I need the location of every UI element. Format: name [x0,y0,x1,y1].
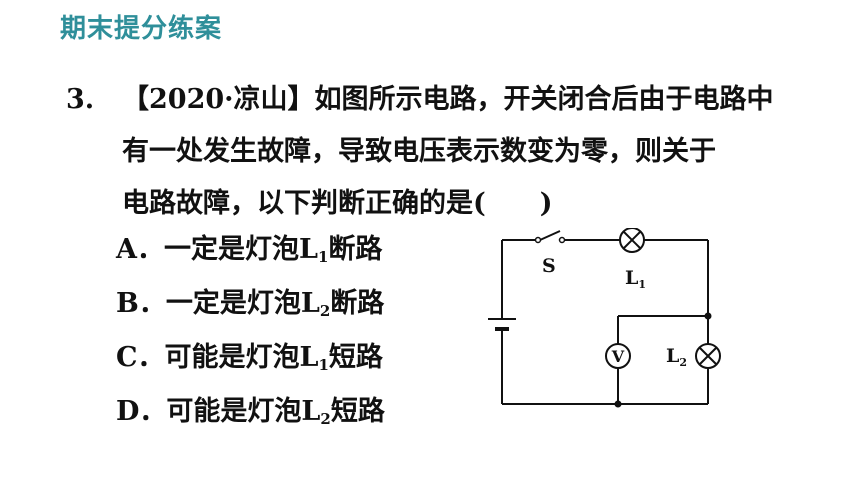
lamp-l2-icon [695,343,721,369]
junction-top [704,312,712,320]
switch-contact-right [558,236,566,244]
option-text-end: 短路 [330,396,385,427]
option-text-end: 短路 [328,342,383,373]
question-line-3: 电路故障，以下判断正确的是( ) [122,188,553,219]
option-text: 可能是灯泡L [164,342,319,373]
option-text-end: 断路 [330,288,385,319]
option-text-end: 断路 [328,234,383,265]
question-line-1-text: 【2020·凉山】如图所示电路，开关闭合后由于电路中 [122,84,774,115]
option-subscript: 1 [317,248,329,266]
question-text: 3. 【2020·凉山】如图所示电路，开关闭合后由于电路中 有一处发生故障，导致电… [66,74,774,230]
question-number: 3. [66,84,95,115]
switch-label: S [542,255,556,277]
option-d[interactable]: D．可能是灯泡L2短路 [116,388,385,442]
option-letter: D． [116,396,167,427]
option-text: 一定是灯泡L [165,288,320,319]
option-b[interactable]: B．一定是灯泡L2断路 [116,280,385,334]
question-line-1: 3. 【2020·凉山】如图所示电路，开关闭合后由于电路中 [66,74,774,126]
voltmeter-icon [605,343,631,369]
voltmeter-label: V [611,347,625,366]
option-c[interactable]: C．可能是灯泡L1短路 [116,334,385,388]
option-subscript: 2 [320,410,331,428]
lamp-l1-label: L1 [625,267,646,291]
switch-blade [539,230,561,241]
option-letter: A． [116,234,164,265]
question-line-2: 有一处发生故障，导致电压表示数变为零，则关于 [122,136,716,167]
section-header: 期末提分练案 [60,14,223,44]
circuit-diagram: V S L1 L2 [488,228,721,408]
lamp-l1-icon [619,228,645,253]
option-letter: C． [116,342,165,373]
option-subscript: 2 [319,302,331,320]
option-subscript: 1 [318,356,329,374]
answer-options: A．一定是灯泡L1断路 B．一定是灯泡L2断路 C．可能是灯泡L1短路 D．可能… [116,226,385,442]
option-text: 一定是灯泡L [163,234,318,265]
option-a[interactable]: A．一定是灯泡L1断路 [116,226,385,280]
junction-bottom [614,400,622,408]
option-letter: B． [116,288,166,319]
circuit-wires [501,230,709,405]
option-text: 可能是灯泡L [166,396,321,427]
lamp-l2-label: L2 [666,345,687,369]
switch-contact-left [534,236,542,244]
